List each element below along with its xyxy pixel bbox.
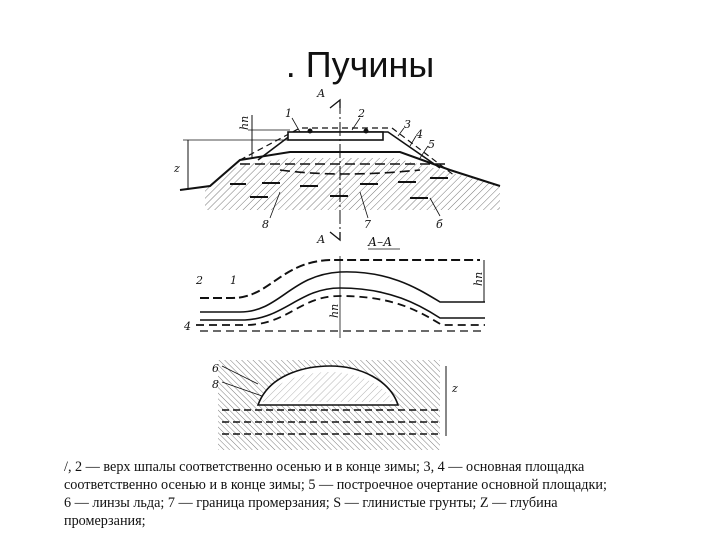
label-7: 7 [364,218,371,231]
caption-line: соответственно осенью и в конце зимы; 5 … [64,477,607,493]
soil-ice-lens-section: 6 8 z [212,360,458,450]
sleeper-top-autumn [200,271,485,313]
section-a-a: А–А 2 1 4 hп hп [183,235,485,338]
section-mark-bottom: А [316,233,325,246]
label-hn: hп [238,116,251,130]
label-5: 5 [428,138,435,151]
bottom-label-z: z [451,382,458,395]
embankment-body [205,158,500,210]
embankment-cross-section: А А 1 2 3 4 5 б 7 8 z hп [173,87,501,246]
label-6: б [436,218,443,231]
section-mark-top: А [316,87,325,100]
mid-label-1: 1 [230,274,237,287]
label-1: 1 [285,107,292,120]
caption-line: /, 2 — верх шпалы соответственно осенью … [64,459,585,475]
slide-title: . Пучины [285,44,435,85]
bottom-label-8: 8 [212,378,219,391]
mid-label-hn-right: hп [472,272,485,286]
sleeper-top-winter [200,259,480,299]
label-4: 4 [415,128,423,141]
bottom-label-6: 6 [212,362,219,375]
caption-line: промерзания; [64,513,146,529]
caption-line: 6 — линзы льда; 7 — граница промерзания;… [64,495,558,511]
mid-label-4: 4 [183,320,191,333]
figure-caption: /, 2 — верх шпалы соответственно осенью … [64,458,664,530]
label-z: z [173,162,180,175]
label-2: 2 [357,107,365,120]
label-8: 8 [262,218,269,231]
section-title: А–А [367,235,392,249]
mid-label-hn-left: hп [328,304,341,318]
ground-line [179,151,501,191]
label-3: 3 [404,118,411,131]
mid-label-2: 2 [195,274,203,287]
sleeper [287,131,384,141]
